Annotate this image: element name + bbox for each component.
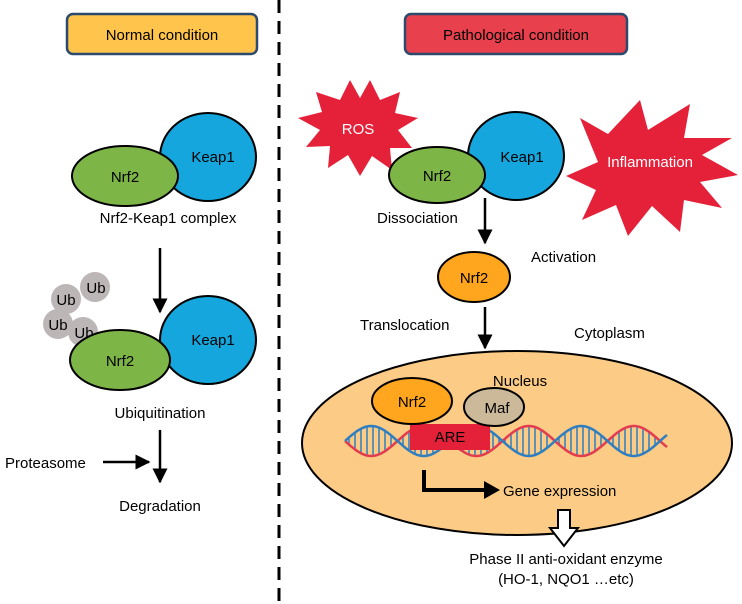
ub-keap1-oval [159,295,257,385]
ros-label: ROS [342,121,375,138]
complex-caption: Nrf2-Keap1 complex [100,210,237,227]
ub-circle-2 [80,272,110,302]
gene-expression-arrow-shaft [422,470,486,492]
inflammation-star [566,100,738,236]
ub-label-3: Ub [48,317,67,334]
ub-circle-3 [43,309,73,339]
cytoplasm-label: Cytoplasm [574,325,645,342]
phase2-line1: Phase II anti-oxidant enzyme [469,551,662,568]
normal-header-label: Normal condition [106,27,219,44]
nuclear-nrf2-label: Nrf2 [398,394,426,411]
translocation-label: Translocation [360,317,450,334]
right-keap1-label: Keap1 [500,149,543,166]
dna-strand-red [344,424,668,458]
ros-star [298,80,418,176]
dissociation-label: Dissociation [377,210,458,227]
ub-circle-1 [51,284,81,314]
right-complex: Nrf2 Keap1 [388,111,565,204]
ub-label-2: Ub [86,280,105,297]
maf-oval [463,387,525,427]
ubiquitinated-complex: Ub Ub Ub Ub Nrf2 Keap1 [43,272,257,391]
right-nrf2-oval [388,146,486,204]
are-label: ARE [435,429,466,446]
pathological-header-label: Pathological condition [443,27,589,44]
gene-expression-arrow-head [484,481,500,499]
ub-label-1: Ub [56,292,75,309]
left-nrf2-oval [71,145,179,207]
ub-nrf2-label: Nrf2 [106,353,134,370]
degradation-label: Degradation [119,498,201,515]
left-complex: Nrf2 Keap1 [71,112,257,207]
proteasome-label: Proteasome [5,455,86,472]
pathological-condition-header: Pathological condition [403,12,629,56]
phase2-line2: (HO-1, NQO1 …etc) [498,571,634,588]
ub-nrf2-oval [69,329,171,391]
gene-expression-label: Gene expression [503,483,616,500]
pathological-header-box [403,12,629,56]
free-nrf2-label: Nrf2 [460,270,488,287]
normal-condition-header: Normal condition [65,12,259,56]
left-keap1-label: Keap1 [191,149,234,166]
activation-label: Activation [531,249,596,266]
free-nrf2-oval [437,251,511,303]
are-box [410,424,490,450]
right-nrf2-label: Nrf2 [423,168,451,185]
nuclear-nrf2-oval [371,377,453,425]
inflammation-label: Inflammation [607,154,693,171]
dna-strand-blue [344,424,668,458]
maf-label: Maf [484,400,510,417]
left-nrf2-label: Nrf2 [111,169,139,186]
ub-keap1-label: Keap1 [191,332,234,349]
normal-header-box [65,12,259,56]
nucleus-label: Nucleus [493,373,547,390]
ubiquitination-label: Ubiquitination [115,405,206,422]
hollow-down-arrow [547,509,581,548]
